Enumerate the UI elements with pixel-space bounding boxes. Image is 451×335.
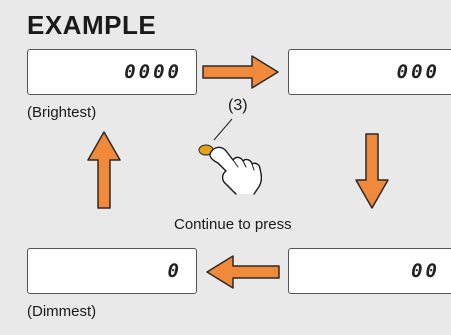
- arrow-right-icon: [202, 55, 279, 89]
- display-digits-4: 0000: [124, 61, 182, 83]
- hand-press-icon: [198, 118, 262, 195]
- arrow-down-icon: [355, 133, 389, 209]
- display-panel-three-digits: 000: [288, 49, 451, 95]
- arrow-up-icon: [87, 131, 121, 209]
- display-digits-3: 000: [396, 61, 440, 83]
- display-panel-dimmest: 0: [27, 248, 197, 294]
- display-digits-1: 0: [167, 260, 182, 282]
- display-panel-two-digits: 00: [288, 248, 451, 294]
- arrow-left-icon: [206, 255, 280, 289]
- brightest-label: (Brightest): [27, 104, 97, 121]
- continue-to-press-label: Continue to press: [174, 216, 292, 233]
- example-title: EXAMPLE: [27, 10, 157, 40]
- step-number-label: (3): [228, 97, 248, 114]
- dimmest-label: (Dimmest): [27, 303, 97, 320]
- display-digits-2: 00: [411, 260, 440, 282]
- display-panel-brightest: 0000: [27, 49, 197, 95]
